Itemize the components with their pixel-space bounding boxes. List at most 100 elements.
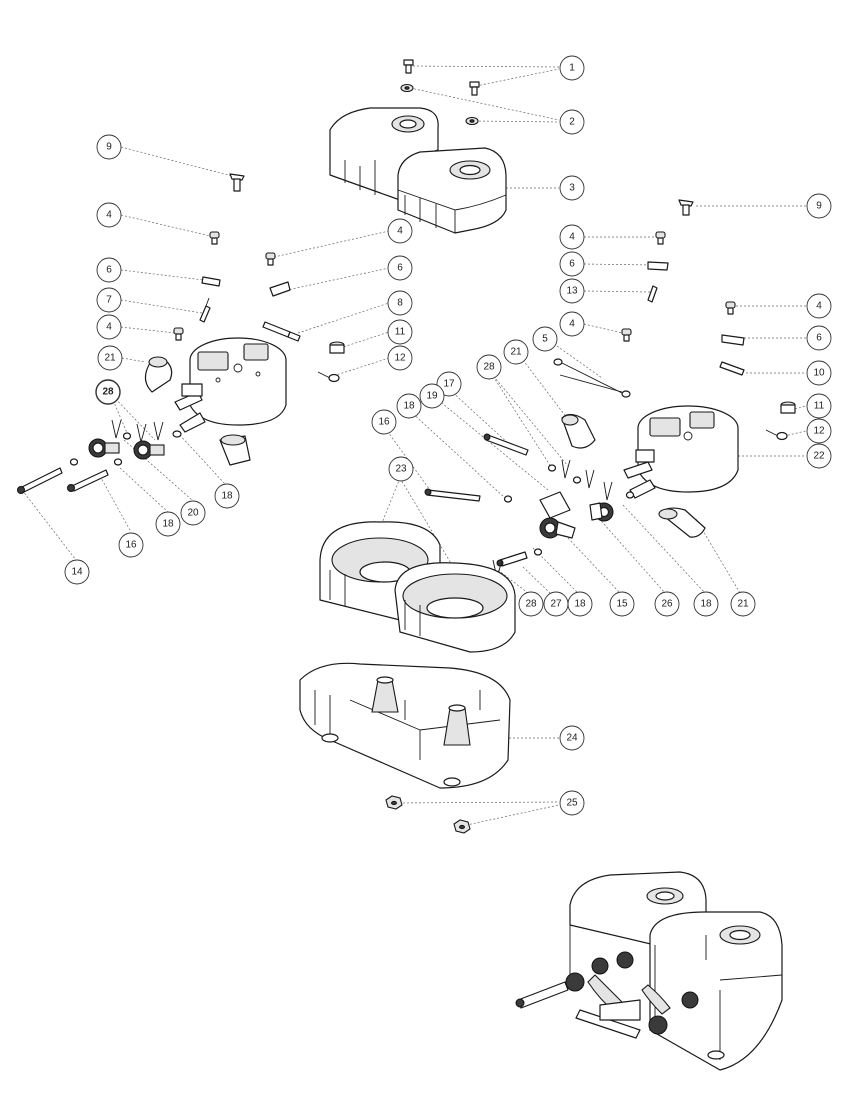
- callout-18: 18: [567, 591, 593, 617]
- knob-4-e: [725, 301, 736, 315]
- svg-text:6: 6: [106, 265, 112, 276]
- pin-7: [199, 297, 211, 323]
- svg-text:2: 2: [569, 117, 575, 128]
- rod-16-left: [67, 469, 109, 492]
- callout-18: 18: [214, 483, 240, 509]
- callout-11: 11: [387, 319, 413, 345]
- tube-21-right-low: [658, 507, 706, 538]
- callout-1: 1: [559, 55, 585, 81]
- svg-text:25: 25: [566, 798, 578, 809]
- svg-text:19: 19: [426, 391, 438, 402]
- svg-text:26: 26: [661, 599, 673, 610]
- callout-balloons: 1 2 3 9 9 4 4 4 4 4 4 6 6 6 6 7 8 13 5 1…: [64, 55, 832, 816]
- callout-23: 23: [388, 456, 414, 482]
- callout-8: 8: [387, 290, 413, 316]
- callout-11: 11: [806, 393, 832, 419]
- svg-text:11: 11: [814, 401, 825, 412]
- callout-6: 6: [387, 255, 413, 281]
- callout-4: 4: [96, 202, 122, 228]
- callout-27: 27: [543, 591, 569, 617]
- callout-18: 18: [396, 393, 422, 419]
- terminal-6-c: [647, 261, 669, 271]
- bowl-23: [319, 521, 516, 653]
- svg-text:10: 10: [813, 368, 825, 379]
- callout-4: 4: [559, 311, 585, 337]
- svg-text:13: 13: [566, 286, 578, 297]
- callout-24: 24: [559, 725, 585, 751]
- svg-text:21: 21: [104, 353, 116, 364]
- callout-28: 28: [476, 354, 502, 380]
- svg-text:21: 21: [737, 599, 749, 610]
- callout-26: 26: [654, 591, 680, 617]
- callout-5: 5: [532, 326, 558, 352]
- svg-text:21: 21: [510, 347, 522, 358]
- svg-text:16: 16: [378, 417, 390, 428]
- callout-4: 4: [387, 218, 413, 244]
- svg-text:4: 4: [816, 301, 822, 312]
- svg-text:20: 20: [187, 508, 199, 519]
- svg-text:17: 17: [443, 379, 455, 390]
- callout-18: 18: [155, 511, 181, 537]
- svg-text:16: 16: [125, 540, 137, 551]
- lug-12-right: [765, 429, 788, 441]
- callout-21: 21: [730, 591, 756, 617]
- svg-text:4: 4: [569, 319, 575, 330]
- rod-27: [496, 551, 528, 567]
- connector-8: [262, 321, 301, 342]
- svg-text:8: 8: [397, 298, 403, 309]
- valve-left-a: [88, 438, 120, 458]
- washer-18-center: [503, 464, 635, 556]
- fitting-15: [539, 517, 576, 539]
- pump-body-22: [623, 405, 739, 499]
- svg-text:1: 1: [569, 63, 575, 74]
- terminal-6-b: [269, 281, 291, 297]
- svg-text:9: 9: [816, 201, 822, 212]
- callout-12: 12: [387, 345, 413, 371]
- svg-text:12: 12: [813, 426, 825, 437]
- callout-4: 4: [96, 314, 122, 340]
- rod-16-center: [424, 488, 481, 502]
- terminal-6-d: [721, 334, 745, 346]
- callout-28: 28: [95, 379, 121, 405]
- callout-21: 21: [97, 345, 123, 371]
- knob-4-c: [173, 327, 184, 341]
- callout-4: 4: [806, 293, 832, 319]
- screw-1-right: [469, 81, 480, 96]
- clip-28-center: [561, 459, 613, 501]
- svg-text:18: 18: [403, 401, 415, 412]
- clip-28-left: [111, 419, 164, 443]
- callout-6: 6: [806, 325, 832, 351]
- knob-4-d: [655, 231, 666, 245]
- callout-22: 22: [806, 443, 832, 469]
- terminal-6-a: [201, 276, 221, 287]
- rod-14: [17, 467, 63, 494]
- svg-text:4: 4: [569, 232, 575, 243]
- svg-text:18: 18: [162, 519, 174, 530]
- assembled-pump-view: [515, 871, 783, 1071]
- svg-text:4: 4: [106, 322, 112, 333]
- nut-25-right: [453, 819, 471, 834]
- callout-10: 10: [806, 360, 832, 386]
- svg-text:4: 4: [106, 210, 112, 221]
- svg-text:28: 28: [102, 387, 114, 398]
- top-cover-3: [329, 107, 507, 234]
- callout-4: 4: [559, 224, 585, 250]
- callout-9: 9: [96, 134, 122, 160]
- washer-18-left: [69, 430, 182, 466]
- tube-21-left: [144, 356, 173, 393]
- knob-4-b: [265, 252, 276, 266]
- tube-21-mid: [219, 434, 251, 466]
- callout-19: 19: [419, 383, 445, 409]
- cap-11-left: [329, 341, 345, 354]
- pin-13: [647, 285, 658, 303]
- svg-text:28: 28: [483, 362, 495, 373]
- svg-text:23: 23: [395, 464, 407, 475]
- svg-text:28: 28: [525, 599, 537, 610]
- cap-11-right: [780, 401, 796, 414]
- callout-21: 21: [503, 339, 529, 365]
- knob-4-f: [621, 328, 632, 342]
- svg-text:24: 24: [566, 733, 578, 744]
- base-24: [299, 662, 511, 789]
- wire-5: [553, 358, 631, 398]
